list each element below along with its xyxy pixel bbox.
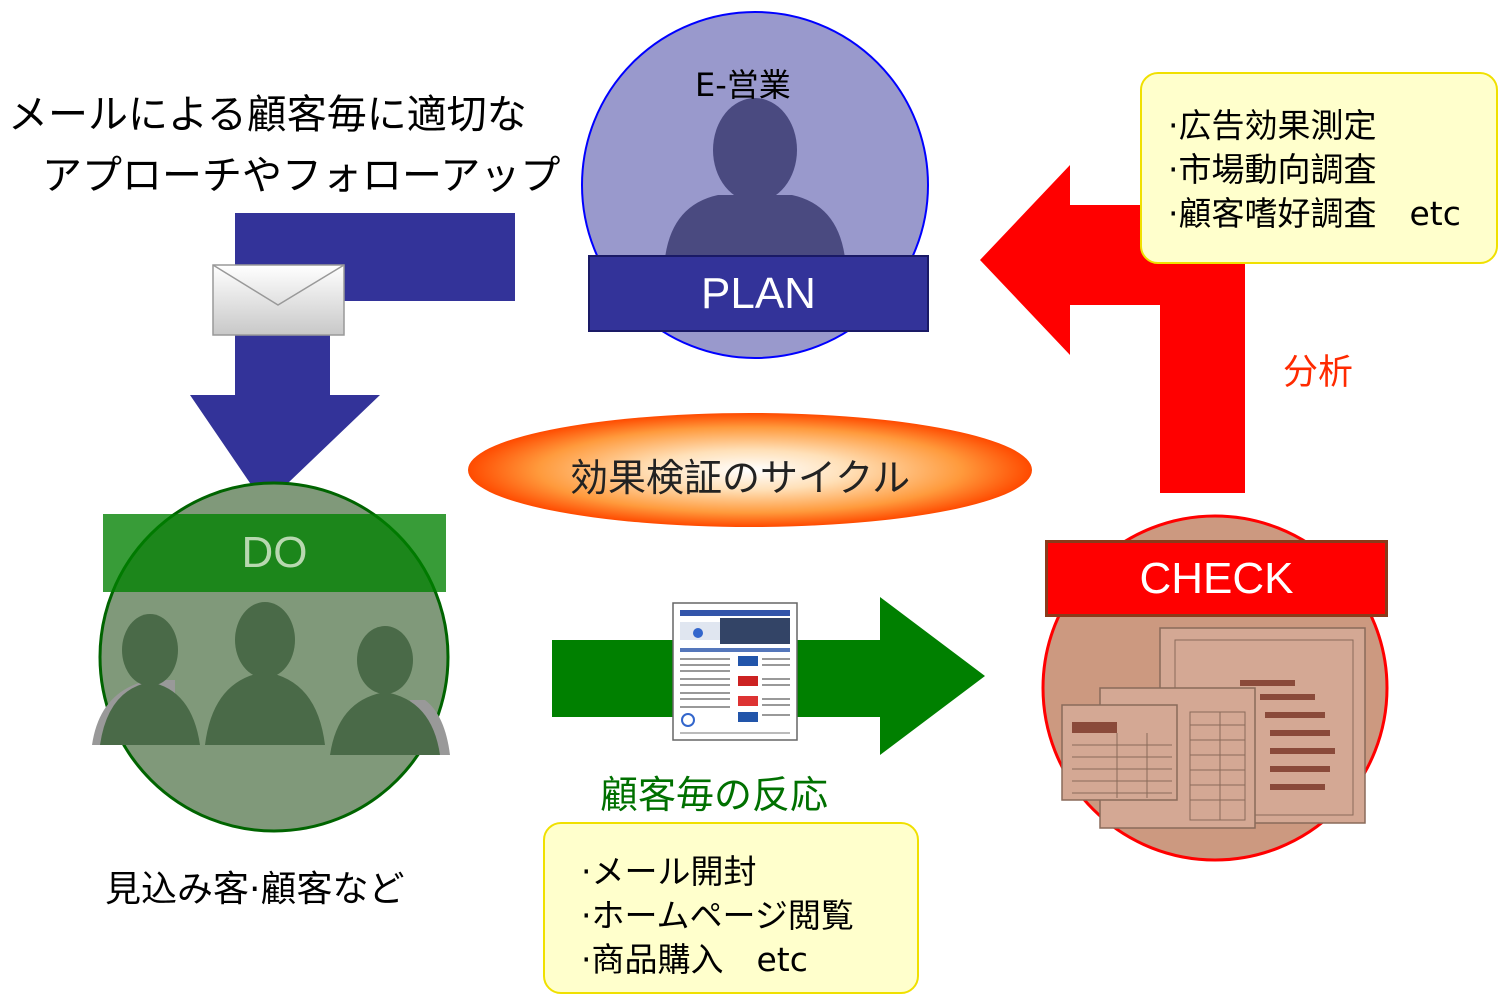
do-label-bar: DO xyxy=(103,514,446,592)
plan-label: PLAN xyxy=(701,269,816,318)
do-label: DO xyxy=(241,528,308,577)
check-label-bar: CHECK xyxy=(1045,540,1388,617)
reaction-note-item: ·ホームページ閲覧 xyxy=(581,896,854,935)
check-note-item: ·市場動向調査 xyxy=(1168,150,1377,189)
plan-to-do-arrow xyxy=(190,213,515,505)
do-caption: 見込み客·顧客など xyxy=(105,869,405,910)
reaction-label: 顧客毎の反応 xyxy=(600,773,829,817)
analysis-label: 分析 xyxy=(1283,353,1354,393)
reaction-notes-box: ·メール開封 ·ホームページ閲覧 ·商品購入 etc xyxy=(543,822,919,994)
envelope-icon xyxy=(212,264,345,336)
check-documents-graphic xyxy=(1061,627,1366,829)
check-note-item: ·広告効果測定 xyxy=(1168,106,1377,145)
plan-title: E-営業 xyxy=(695,66,791,104)
reaction-note-item: ·メール開封 xyxy=(581,852,757,891)
check-notes-box: ·広告効果測定 ·市場動向調査 ·顧客嗜好調査 etc xyxy=(1140,72,1498,264)
reaction-note-item: ·商品購入 etc xyxy=(581,940,808,979)
cycle-label: 効果検証のサイクル xyxy=(570,456,911,500)
approach-line-1: メールによる顧客毎に適切な xyxy=(8,92,527,138)
plan-person-silhouette xyxy=(665,98,845,258)
cycle-oval xyxy=(468,413,1032,527)
check-note-item: ·顧客嗜好調査 etc xyxy=(1168,194,1461,233)
plan-label-bar: PLAN xyxy=(588,255,929,332)
do-people-silhouette xyxy=(92,602,450,755)
check-label: CHECK xyxy=(1139,554,1294,603)
approach-line-2: アプローチやフォローアップ xyxy=(42,153,561,199)
webpage-thumbnail xyxy=(672,602,798,741)
